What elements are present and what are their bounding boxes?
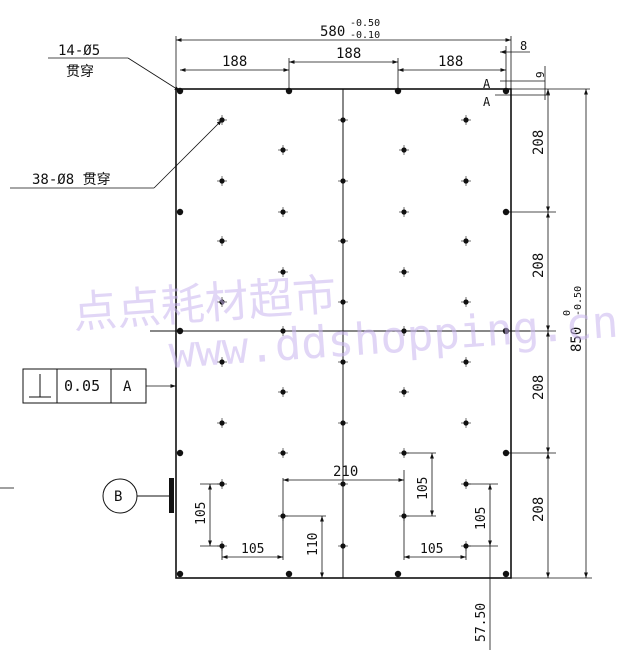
- callout-14-holes-note: 贯穿: [66, 64, 94, 80]
- through-hole-large: [502, 87, 510, 95]
- through-hole-small: [399, 387, 409, 397]
- dim-110: 110: [306, 533, 321, 556]
- dim-188-right: 188: [438, 54, 463, 70]
- through-hole-small: [461, 541, 471, 551]
- through-hole-small: [461, 236, 471, 246]
- dim-188-left: 188: [222, 54, 247, 70]
- dim-208-2: 208: [531, 253, 547, 278]
- gdt-datum: A: [123, 379, 132, 395]
- through-hole-small: [217, 541, 227, 551]
- section-label-a-upper: A: [483, 77, 491, 91]
- dim-210: 210: [333, 464, 358, 480]
- through-hole-small: [338, 297, 348, 307]
- through-hole-small: [399, 448, 409, 458]
- section-label-a-lower: A: [483, 95, 491, 109]
- dim-right-105-horizontal: 105: [420, 542, 443, 557]
- through-hole-small: [278, 145, 288, 155]
- through-hole-small: [338, 418, 348, 428]
- through-hole-small: [461, 297, 471, 307]
- large-holes-group: [176, 87, 510, 578]
- through-hole-large: [176, 327, 184, 335]
- through-hole-large: [176, 449, 184, 457]
- through-hole-large: [176, 208, 184, 216]
- dim-57-50: 57.50: [474, 603, 489, 642]
- dim-208-1: 208: [531, 130, 547, 155]
- through-hole-small: [217, 115, 227, 125]
- through-hole-small: [399, 145, 409, 155]
- through-hole-small: [278, 448, 288, 458]
- through-hole-small: [461, 357, 471, 367]
- through-hole-small: [399, 326, 409, 336]
- through-hole-large: [502, 449, 510, 457]
- through-hole-small: [461, 479, 471, 489]
- dim-580-value: 580: [320, 24, 345, 40]
- dim-9: 9: [534, 71, 547, 78]
- through-hole-small: [278, 511, 288, 521]
- through-hole-small: [338, 479, 348, 489]
- dim-580-tol-upper: -0.50: [350, 18, 380, 29]
- through-hole-large: [176, 570, 184, 578]
- dim-188-mid: 188: [336, 46, 361, 62]
- through-hole-small: [278, 267, 288, 277]
- through-hole-small: [217, 479, 227, 489]
- through-hole-small: [461, 115, 471, 125]
- callout-38-holes: 38-Ø8 贯穿: [32, 172, 111, 188]
- dim-right-105-vertical-upper: 105: [416, 477, 431, 500]
- small-holes-group: [217, 115, 471, 551]
- through-hole-large: [176, 87, 184, 95]
- callout-14-holes-count: 14-Ø5: [58, 43, 100, 59]
- through-hole-large: [502, 327, 510, 335]
- through-hole-small: [338, 236, 348, 246]
- through-hole-small: [278, 207, 288, 217]
- through-hole-small: [217, 297, 227, 307]
- through-hole-small: [399, 207, 409, 217]
- dim-208-3: 208: [531, 375, 547, 400]
- through-hole-small: [338, 115, 348, 125]
- through-hole-small: [338, 541, 348, 551]
- leader-38-holes-diag: [153, 119, 223, 189]
- through-hole-large: [285, 570, 293, 578]
- through-hole-small: [399, 511, 409, 521]
- dim-left-105-vertical: 105: [194, 502, 209, 525]
- through-hole-small: [217, 176, 227, 186]
- through-hole-small: [217, 357, 227, 367]
- through-hole-large: [285, 87, 293, 95]
- datum-b-bar: [169, 478, 174, 513]
- through-hole-large: [394, 87, 402, 95]
- through-hole-small: [217, 418, 227, 428]
- dim-850-tol-lower: -0.50: [573, 286, 584, 316]
- dim-right-105-vertical-lower: 105: [474, 507, 489, 530]
- dim-8: 8: [520, 39, 527, 53]
- through-hole-large: [502, 208, 510, 216]
- datum-b-label: B: [114, 489, 122, 505]
- through-hole-small: [217, 236, 227, 246]
- through-hole-large: [394, 570, 402, 578]
- dim-580-tol-lower: -0.10: [350, 30, 380, 41]
- through-hole-small: [278, 326, 288, 336]
- through-hole-small: [461, 418, 471, 428]
- dim-left-105-horizontal: 105: [241, 542, 264, 557]
- dim-850-tol-upper: 0: [562, 310, 573, 316]
- through-hole-large: [502, 570, 510, 578]
- leader-14-holes-diag: [127, 57, 181, 92]
- through-hole-small: [278, 387, 288, 397]
- dim-850-value: 850: [569, 327, 585, 352]
- perpendicularity-icon: [29, 374, 51, 398]
- gdt-tolerance: 0.05: [64, 377, 100, 395]
- dim-208-4: 208: [531, 497, 547, 522]
- through-hole-small: [399, 267, 409, 277]
- through-hole-small: [338, 357, 348, 367]
- through-hole-small: [338, 176, 348, 186]
- through-hole-small: [461, 176, 471, 186]
